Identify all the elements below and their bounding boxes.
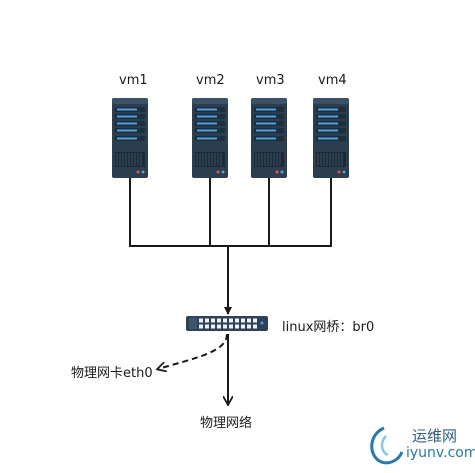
bridge-to-nic-arrow [158,333,228,369]
server-icon-vm2 [191,97,229,179]
watermark-en-text: iyunv.com [406,445,475,461]
nic-label: 物理网卡eth0 [71,366,153,381]
switch-icon [186,316,268,331]
vm2-label: vm2 [196,73,225,88]
watermark-cn-text: 运维网 [412,427,458,445]
vm3-label: vm3 [256,73,285,88]
server-icon-vm3 [250,97,288,179]
vm4-label: vm4 [318,73,347,88]
network-label: 物理网络 [200,416,253,431]
watermark: 运维网 iyunv.com [372,421,475,467]
vm1-label: vm1 [119,73,148,88]
bridge-label: linux网桥：br0 [282,320,375,335]
watermark-logo-icon [370,426,404,465]
server-icon-vm4 [312,97,350,179]
server-icon-vm1 [111,97,149,179]
